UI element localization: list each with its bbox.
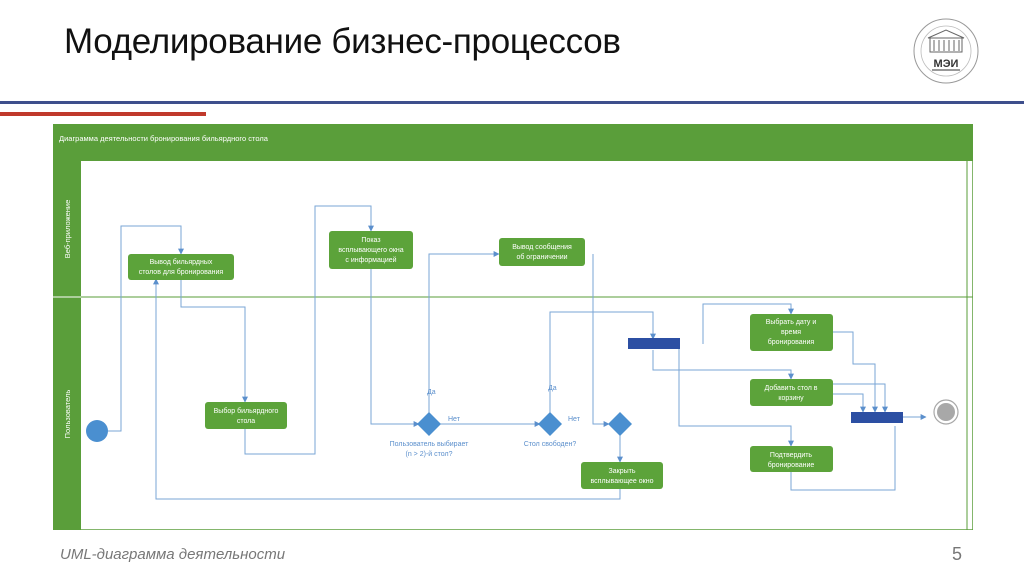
mei-logo: МЭИ <box>913 18 979 84</box>
action-show-tables: Вывод бильярдных столов для бронирования <box>128 254 234 280</box>
svg-text:Показ: Показ <box>361 237 380 244</box>
svg-text:столов для бронирования: столов для бронирования <box>139 268 224 276</box>
final-node <box>937 403 955 421</box>
svg-text:всплывающее окно: всплывающее окно <box>591 478 654 485</box>
diagram-header-bar <box>53 124 973 151</box>
svg-text:всплывающего окна: всплывающего окна <box>338 247 403 254</box>
action-choose-table: Выбор бильярдного стола <box>205 402 287 429</box>
guard-no-2: Нет <box>568 416 581 423</box>
svg-text:Пользователь выбирает: Пользователь выбирает <box>390 440 469 448</box>
page-number: 5 <box>952 544 963 564</box>
svg-text:Вывод бильярдных: Вывод бильярдных <box>150 258 213 266</box>
action-close-popup: Закрыть всплывающее окно <box>581 462 663 489</box>
svg-text:Выбор бильярдного: Выбор бильярдного <box>214 407 279 415</box>
action-show-limit: Вывод сообщения об ограничении <box>499 238 585 266</box>
action-confirm: Подтвердить бронирование <box>750 446 833 472</box>
join-bar <box>851 412 903 423</box>
initial-node <box>86 420 108 442</box>
svg-text:корзину: корзину <box>778 395 804 402</box>
decision-table-free: Стол свободен? <box>524 412 577 448</box>
slide-footer: UML-диаграмма деятельности <box>60 546 286 563</box>
svg-text:об ограничении: об ограничении <box>516 253 567 261</box>
svg-text:(n > 2)-й стол?: (n > 2)-й стол? <box>406 450 453 458</box>
lane-user-label: Пользователь <box>63 390 72 439</box>
final-node-ring <box>933 399 959 425</box>
lane-label-column <box>53 161 81 530</box>
svg-text:Подтвердить: Подтвердить <box>770 452 813 459</box>
header-rule-blue <box>0 101 1024 104</box>
action-choose-date: Выбрать дату и время бронирования <box>750 314 833 351</box>
flow-connectors <box>108 205 927 500</box>
svg-text:с информацией: с информацией <box>345 256 396 264</box>
activity-diagram: Диаграмма деятельности бронирования биль… <box>53 124 973 530</box>
guard-yes-2: Да <box>548 385 557 392</box>
svg-text:Вывод сообщения: Вывод сообщения <box>512 243 572 251</box>
diagram-frame <box>53 124 973 530</box>
guard-yes-1: Да <box>427 389 436 396</box>
merge-node <box>608 412 632 436</box>
diagram-subheader-bar <box>53 151 973 161</box>
diagram-header-text: Диаграмма деятельности бронирования биль… <box>59 134 269 143</box>
action-add-to-cart: Добавить стол в корзину <box>750 379 833 406</box>
svg-text:бронирование: бронирование <box>768 461 815 469</box>
fork-bar <box>628 338 680 349</box>
svg-text:бронирования: бронирования <box>768 338 815 346</box>
svg-text:время: время <box>781 329 801 336</box>
svg-text:стола: стола <box>237 418 255 425</box>
svg-text:Стол свободен?: Стол свободен? <box>524 440 577 448</box>
svg-text:Добавить стол в: Добавить стол в <box>765 384 818 392</box>
action-show-popup: Показ всплывающего окна с информацией <box>329 231 413 269</box>
guard-no-1: Нет <box>448 416 461 423</box>
logo-text: МЭИ <box>934 58 959 70</box>
svg-text:Выбрать дату и: Выбрать дату и <box>766 318 817 326</box>
svg-text:Закрыть: Закрыть <box>609 468 636 475</box>
header-rule-red <box>0 112 206 116</box>
lane-web-label: Веб-приложение <box>63 200 72 259</box>
decision-user-choice: Пользователь выбирает (n > 2)-й стол? <box>390 412 469 458</box>
slide-title: Моделирование бизнес-процессов <box>64 22 621 61</box>
